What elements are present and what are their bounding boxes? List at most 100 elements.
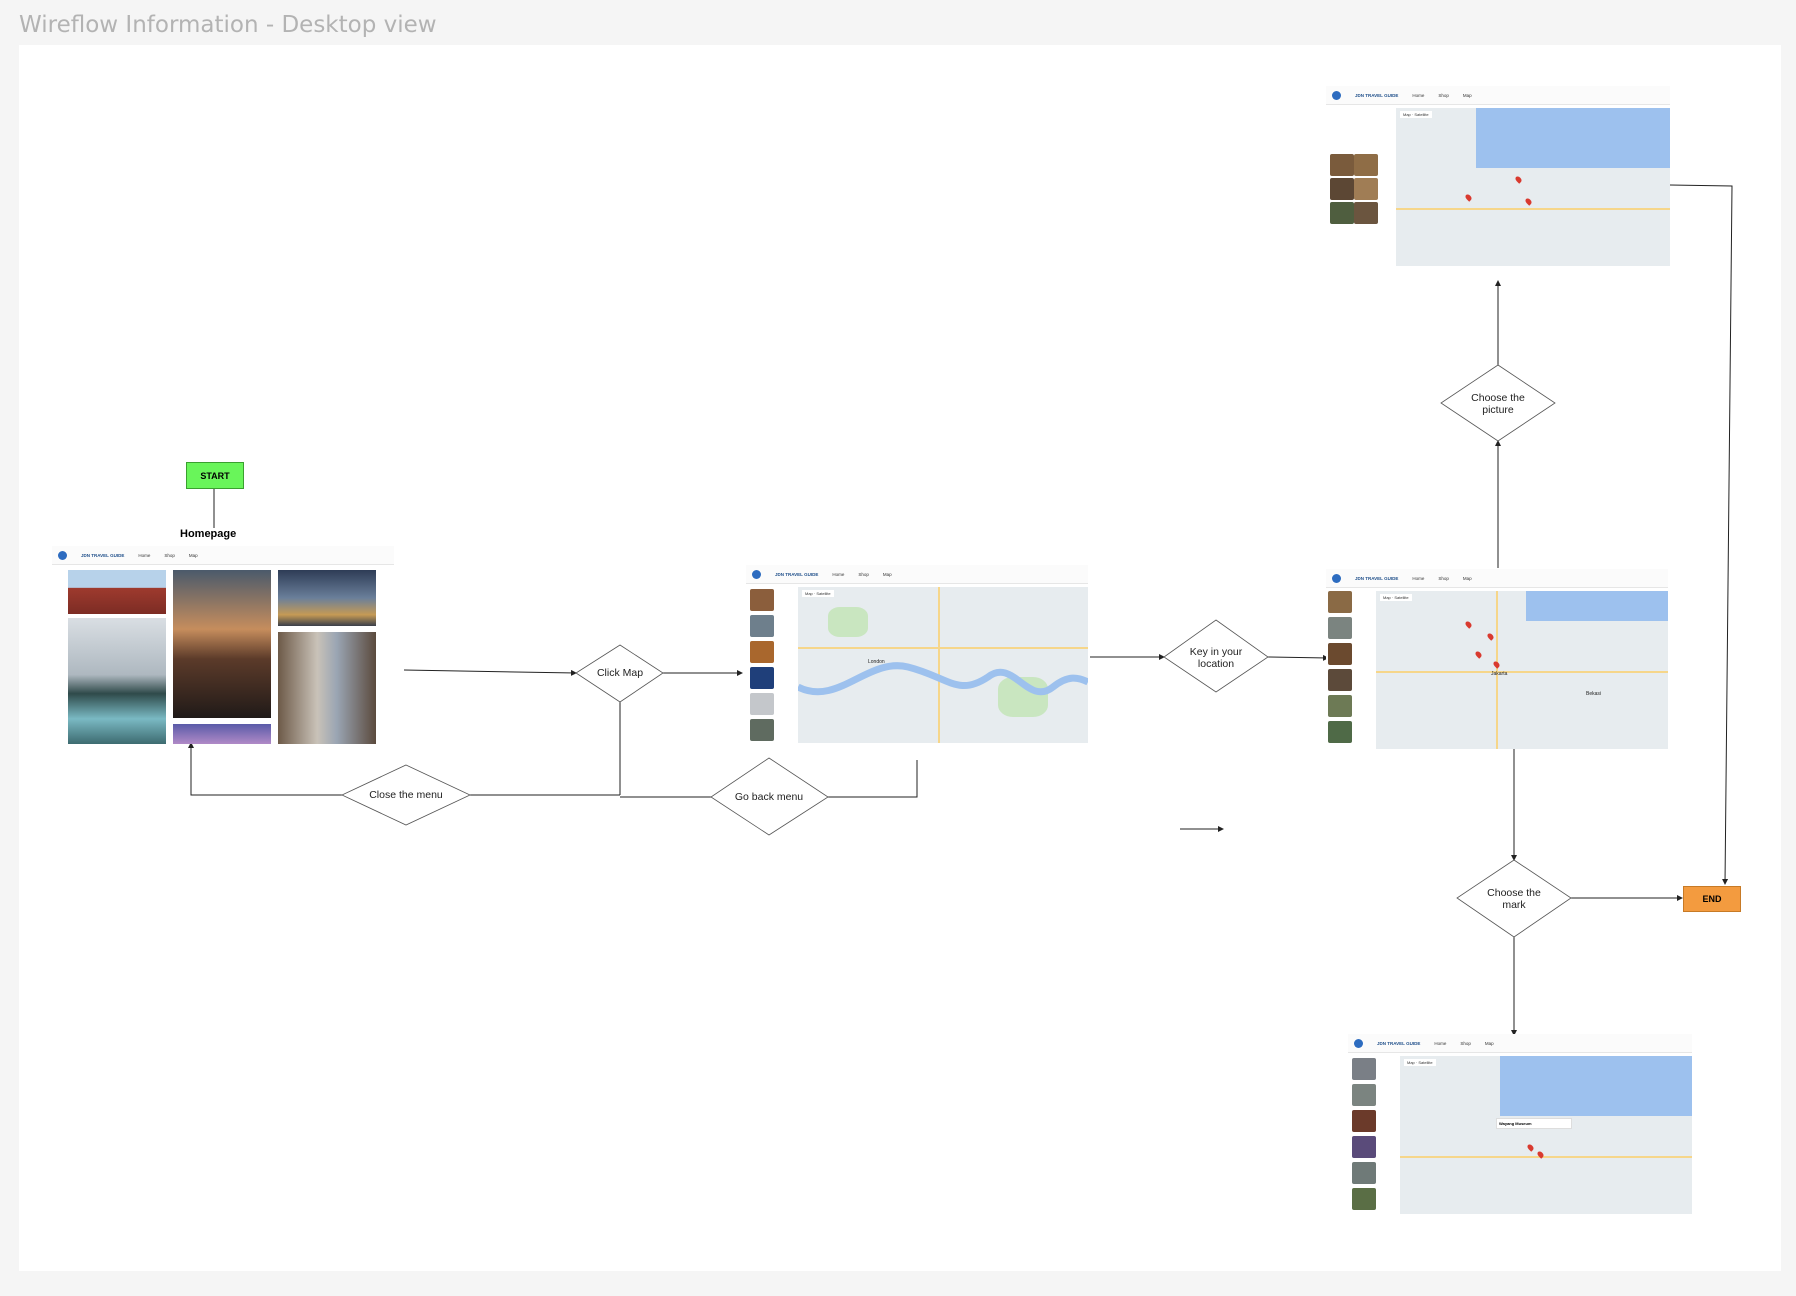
photo-mountain-sunset[interactable] [173, 570, 271, 718]
road [1376, 671, 1668, 673]
edge-home-clickmap [403, 669, 577, 676]
thumbnail[interactable] [1352, 1162, 1376, 1184]
nav-map[interactable]: Map [1484, 1040, 1494, 1046]
place-detail-screen: JDN TRAVEL GUIDE Home Shop Map Map · Sat… [1326, 86, 1670, 266]
photo-city-night[interactable] [278, 570, 376, 626]
nav-home[interactable]: Home [138, 552, 151, 558]
photo-grid-item[interactable] [1354, 202, 1378, 224]
thumbnail[interactable] [1328, 721, 1352, 743]
edge-close-homepage [188, 742, 342, 796]
map-tab: Map [805, 591, 813, 596]
marker-icon[interactable] [1464, 193, 1473, 202]
nav-map[interactable]: Map [1462, 575, 1472, 581]
photo-grid-item[interactable] [1330, 178, 1354, 200]
map-type-tabs[interactable]: Map · Satellite [802, 590, 834, 597]
road [1496, 591, 1498, 749]
diamond-choose-mark [1456, 859, 1572, 938]
satellite-tab: Satellite [1394, 595, 1409, 600]
photo-grid-item[interactable] [1354, 154, 1378, 176]
photo-palace[interactable] [68, 570, 166, 614]
marker-icon[interactable] [1486, 632, 1495, 641]
photo-snow-lake[interactable] [68, 618, 166, 744]
map-type-tabs[interactable]: Map · Satellite [1404, 1059, 1436, 1066]
click-map-label: Click Map [596, 667, 644, 679]
app-nav: JDN TRAVEL GUIDE Home Shop Map [1326, 569, 1668, 588]
map-view[interactable]: Map · Satellite London [798, 587, 1088, 743]
sea [1500, 1056, 1692, 1116]
app-nav: JDN TRAVEL GUIDE Home Shop Map [1326, 86, 1670, 105]
sea [1526, 591, 1668, 621]
diamond-key-location [1163, 619, 1269, 693]
thumbnail[interactable] [1352, 1188, 1376, 1210]
thumbnail[interactable] [1328, 669, 1352, 691]
logo-icon [1332, 573, 1341, 583]
road [1396, 208, 1670, 210]
nav-shop[interactable]: Shop [858, 571, 869, 577]
road [798, 647, 1088, 649]
thumbnail[interactable] [1352, 1058, 1376, 1080]
end-node: END [1683, 886, 1741, 912]
thumbnail[interactable] [1352, 1084, 1376, 1106]
place-popup[interactable]: Wayang Museum [1496, 1118, 1572, 1129]
photo-dusk[interactable] [173, 724, 271, 744]
thumbnail[interactable] [1328, 695, 1352, 717]
nav-shop[interactable]: Shop [1438, 575, 1449, 581]
thumbnail[interactable] [750, 719, 774, 741]
diamond-close-menu [341, 764, 471, 826]
thumbnail[interactable] [750, 693, 774, 715]
thumbnail[interactable] [750, 615, 774, 637]
photo-grid-item[interactable] [1330, 154, 1354, 176]
marker-icon[interactable] [1474, 650, 1483, 659]
nav-home[interactable]: Home [1412, 575, 1425, 581]
map-view[interactable]: Map · Satellite Wayang Museum [1400, 1056, 1692, 1214]
edge-goback-map [828, 760, 918, 798]
nav-home[interactable]: Home [1434, 1040, 1447, 1046]
map-view[interactable]: Map · Satellite [1396, 108, 1670, 266]
marker-icon[interactable] [1526, 1143, 1535, 1152]
marker-icon[interactable] [1524, 197, 1533, 206]
homepage-screen: JDN TRAVEL GUIDE Home Shop Map [52, 546, 394, 744]
app-nav: JDN TRAVEL GUIDE Home Shop Map [1348, 1034, 1692, 1053]
go-back-label: Go back menu [734, 791, 804, 803]
marker-icon[interactable] [1492, 660, 1501, 669]
nav-home[interactable]: Home [1412, 92, 1425, 98]
thumbnail[interactable] [750, 667, 774, 689]
thumbnail[interactable] [1328, 617, 1352, 639]
logo-icon [1354, 1038, 1363, 1048]
photo-grid-item[interactable] [1330, 202, 1354, 224]
map-type-tabs[interactable]: Map · Satellite [1380, 594, 1412, 601]
city-label: Bekasi [1586, 691, 1602, 697]
thumbnail[interactable] [750, 589, 774, 611]
map-view[interactable]: Map · Satellite Jakarta Bekasi [1376, 591, 1668, 749]
thumbnail[interactable] [750, 641, 774, 663]
nav-map[interactable]: Map [882, 571, 892, 577]
thumbnail[interactable] [1352, 1136, 1376, 1158]
nav-home[interactable]: Home [832, 571, 845, 577]
nav-brand[interactable]: JDN TRAVEL GUIDE [775, 571, 819, 577]
thumbnail[interactable] [1328, 643, 1352, 665]
thumbnail[interactable] [1352, 1110, 1376, 1132]
marker-icon[interactable] [1464, 620, 1473, 629]
nav-map[interactable]: Map [1462, 92, 1472, 98]
photo-eiffel[interactable] [278, 632, 376, 744]
nav-map[interactable]: Map [188, 552, 198, 558]
nav-shop[interactable]: Shop [164, 552, 175, 558]
nav-brand[interactable]: JDN TRAVEL GUIDE [1377, 1040, 1421, 1046]
map-type-tabs[interactable]: Map · Satellite [1400, 111, 1432, 118]
nav-shop[interactable]: Shop [1460, 1040, 1471, 1046]
photo-grid-item[interactable] [1354, 178, 1378, 200]
satellite-tab: Satellite [1414, 112, 1429, 117]
nav-brand[interactable]: JDN TRAVEL GUIDE [1355, 575, 1399, 581]
nav-brand[interactable]: JDN TRAVEL GUIDE [81, 552, 125, 558]
choose-mark-label: Choose the mark [1487, 887, 1541, 911]
nav-shop[interactable]: Shop [1438, 92, 1449, 98]
nav-brand[interactable]: JDN TRAVEL GUIDE [1355, 92, 1399, 98]
marker-icon[interactable] [1514, 175, 1523, 184]
page-title: Wireflow Information - Desktop view [19, 12, 437, 38]
logo-icon [1332, 90, 1341, 100]
road [1400, 1156, 1692, 1158]
popup-title: Wayang Museum [1499, 1121, 1532, 1126]
edge-key-jakarta [1267, 654, 1329, 661]
thumbnail[interactable] [1328, 591, 1352, 613]
